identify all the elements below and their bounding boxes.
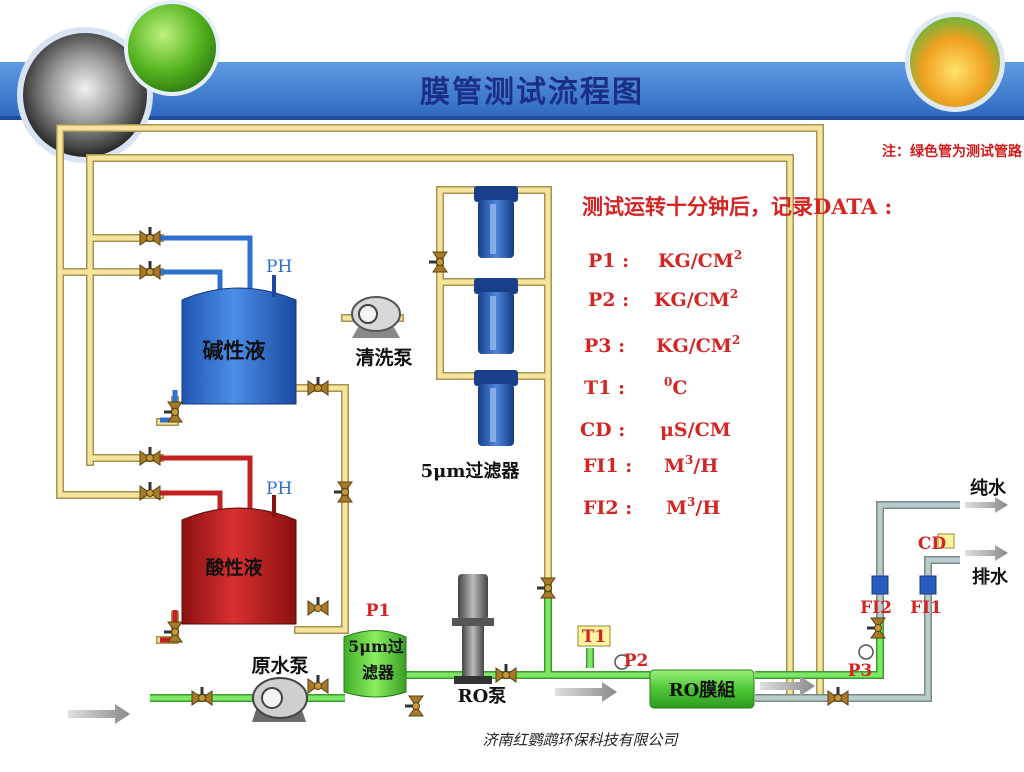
reading-unit: μS/CM [660, 419, 731, 441]
reading-superscript: 3 [685, 453, 693, 467]
valve-prefilter-drain[interactable] [404, 695, 424, 717]
raw-water-pump-label: 原水泵 [251, 655, 308, 677]
valve-alkali-2[interactable] [139, 260, 161, 280]
filter-bank-label: 5μm过滤器 [421, 460, 521, 482]
reading-key: P2 : [588, 289, 629, 311]
filter-cartridge-1[interactable] [474, 186, 518, 258]
p1-label: P1 [366, 601, 391, 621]
cleaning-pump[interactable] [351, 296, 401, 338]
ph-label-acid: PH [266, 479, 292, 499]
flower-photo [905, 12, 1005, 112]
valve-ro-pump-outlet[interactable] [495, 663, 517, 683]
cd-sensor[interactable] [937, 533, 955, 549]
fi2-flowmeter[interactable] [871, 575, 889, 595]
prefilter-tank[interactable] [343, 630, 407, 698]
valve-clean-line[interactable] [333, 481, 353, 503]
alkali-tank-label: 碱性液 [203, 338, 266, 363]
cleaning-pump-label: 清洗泵 [355, 346, 412, 369]
valve-acid-1[interactable] [139, 446, 161, 466]
p3-label: P3 [848, 661, 873, 681]
ph-label-alkali: PH [266, 257, 292, 277]
acid-tank-label: 酸性液 [205, 556, 263, 579]
p2-gauge[interactable] [614, 654, 630, 670]
header-divider [0, 116, 1024, 120]
fi2-label: FI2 [860, 598, 892, 618]
reading-unit: M3/H [666, 495, 720, 519]
ro-pump[interactable] [452, 574, 494, 684]
company-footer: 济南红鹦鹉环保科技有限公司 [482, 731, 679, 749]
filter-cartridge-3[interactable] [474, 370, 518, 446]
reading-unit: KG/CM2 [658, 248, 742, 272]
reading-superscript: 3 [687, 495, 695, 509]
raw-water-pump[interactable] [252, 677, 308, 722]
reading-unit: KG/CM2 [654, 287, 738, 311]
valve-filter-inlet[interactable] [428, 251, 448, 273]
reading-unit: M3/H [664, 453, 718, 477]
reading-superscript: 2 [734, 248, 742, 262]
valve-permeate[interactable] [827, 686, 849, 706]
reading-superscript: 0 [664, 375, 672, 389]
record-heading: 测试运转十分钟后，记录DATA : [582, 194, 892, 219]
valve-acid-outlet[interactable] [307, 596, 329, 616]
reading-key: P1 : [588, 250, 629, 272]
t1-sensor[interactable] [577, 625, 611, 647]
valve-filter-outlet[interactable] [536, 577, 556, 599]
acid-tank[interactable] [181, 495, 297, 625]
reading-unit: KG/CM2 [656, 333, 740, 357]
p3-gauge[interactable] [858, 644, 874, 660]
ro-module-label: RO膜組 [669, 679, 736, 701]
green-pipe-note: 注：绿色管为测试管路 [882, 143, 1023, 160]
alkali-tank[interactable] [181, 275, 297, 405]
reading-key: T1 : [584, 377, 625, 399]
reading-superscript: 2 [732, 333, 740, 347]
reading-superscript: 2 [730, 287, 738, 301]
valve-alkali-outlet[interactable] [307, 376, 329, 396]
valve-prefilter-inlet[interactable] [307, 674, 329, 694]
pure-water-label: 纯水 [970, 477, 1007, 499]
reading-unit: 0C [664, 375, 687, 399]
reading-key: P3 : [584, 335, 625, 357]
valve-raw-inlet[interactable] [191, 686, 213, 706]
prefilter-label-line1: 5μm过 [348, 637, 404, 656]
page-title: 膜管测试流程图 [420, 75, 644, 110]
flow-arrows [68, 497, 1008, 724]
fi1-flowmeter[interactable] [919, 575, 937, 595]
reading-key: FI1 : [583, 455, 632, 477]
green-ball-icon [124, 0, 220, 96]
valve-alkali-1[interactable] [139, 226, 161, 246]
reading-key: CD : [580, 419, 625, 441]
ro-pump-label: RO泵 [458, 686, 507, 707]
drain-label: 排水 [972, 566, 1009, 588]
reading-key: FI2 : [583, 497, 632, 519]
filter-cartridge-2[interactable] [474, 278, 518, 354]
cd-label: CD [918, 534, 947, 554]
ro-membrane-module[interactable] [649, 669, 755, 709]
readings-list: P1 : KG/CM2 P2 : KG/CM2 P3 : KG/CM2 T1 : 0C CD :… [580, 248, 742, 519]
fi1-label: FI1 [910, 598, 942, 618]
prefilter-label-line2: 滤器 [362, 663, 395, 682]
t1-label: T1 [582, 627, 606, 647]
p2-label: P2 [624, 651, 649, 671]
